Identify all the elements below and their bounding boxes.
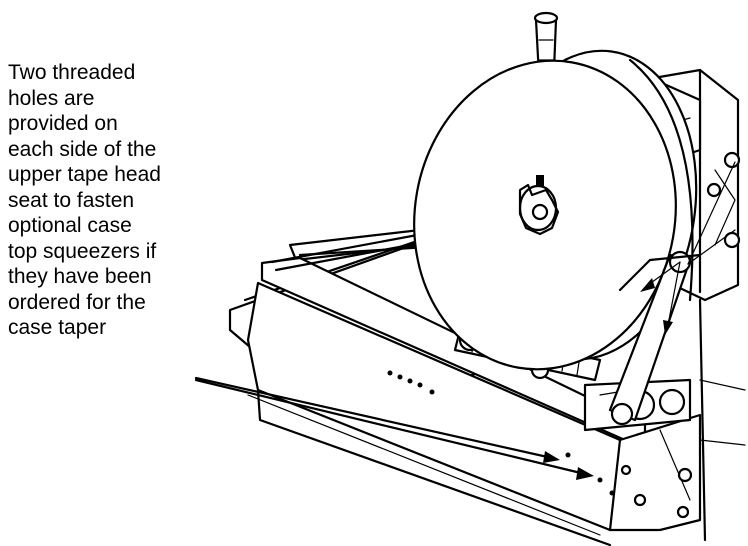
roller-arm [608, 161, 736, 426]
callout-line: provided on [8, 112, 118, 135]
callout-line: top squeezers if [8, 239, 157, 263]
callout-line: optional case [8, 214, 132, 237]
callout-line: ordered for the [8, 290, 146, 314]
callout-line: each side of the [8, 137, 157, 161]
callout-text: Two threaded holes are provided on each … [8, 60, 218, 341]
base-edges [247, 379, 746, 536]
tape-roll [413, 49, 698, 371]
leader-arrows [194, 261, 681, 480]
callout-line: seat to fasten [8, 188, 135, 212]
side-plate [246, 256, 702, 546]
callout-line: they have been [8, 265, 152, 288]
callout-line: upper tape head [8, 163, 161, 186]
callout-line: Two threaded [8, 61, 136, 84]
callout-line: holes are [8, 86, 95, 110]
callout-line: case taper [8, 316, 107, 339]
